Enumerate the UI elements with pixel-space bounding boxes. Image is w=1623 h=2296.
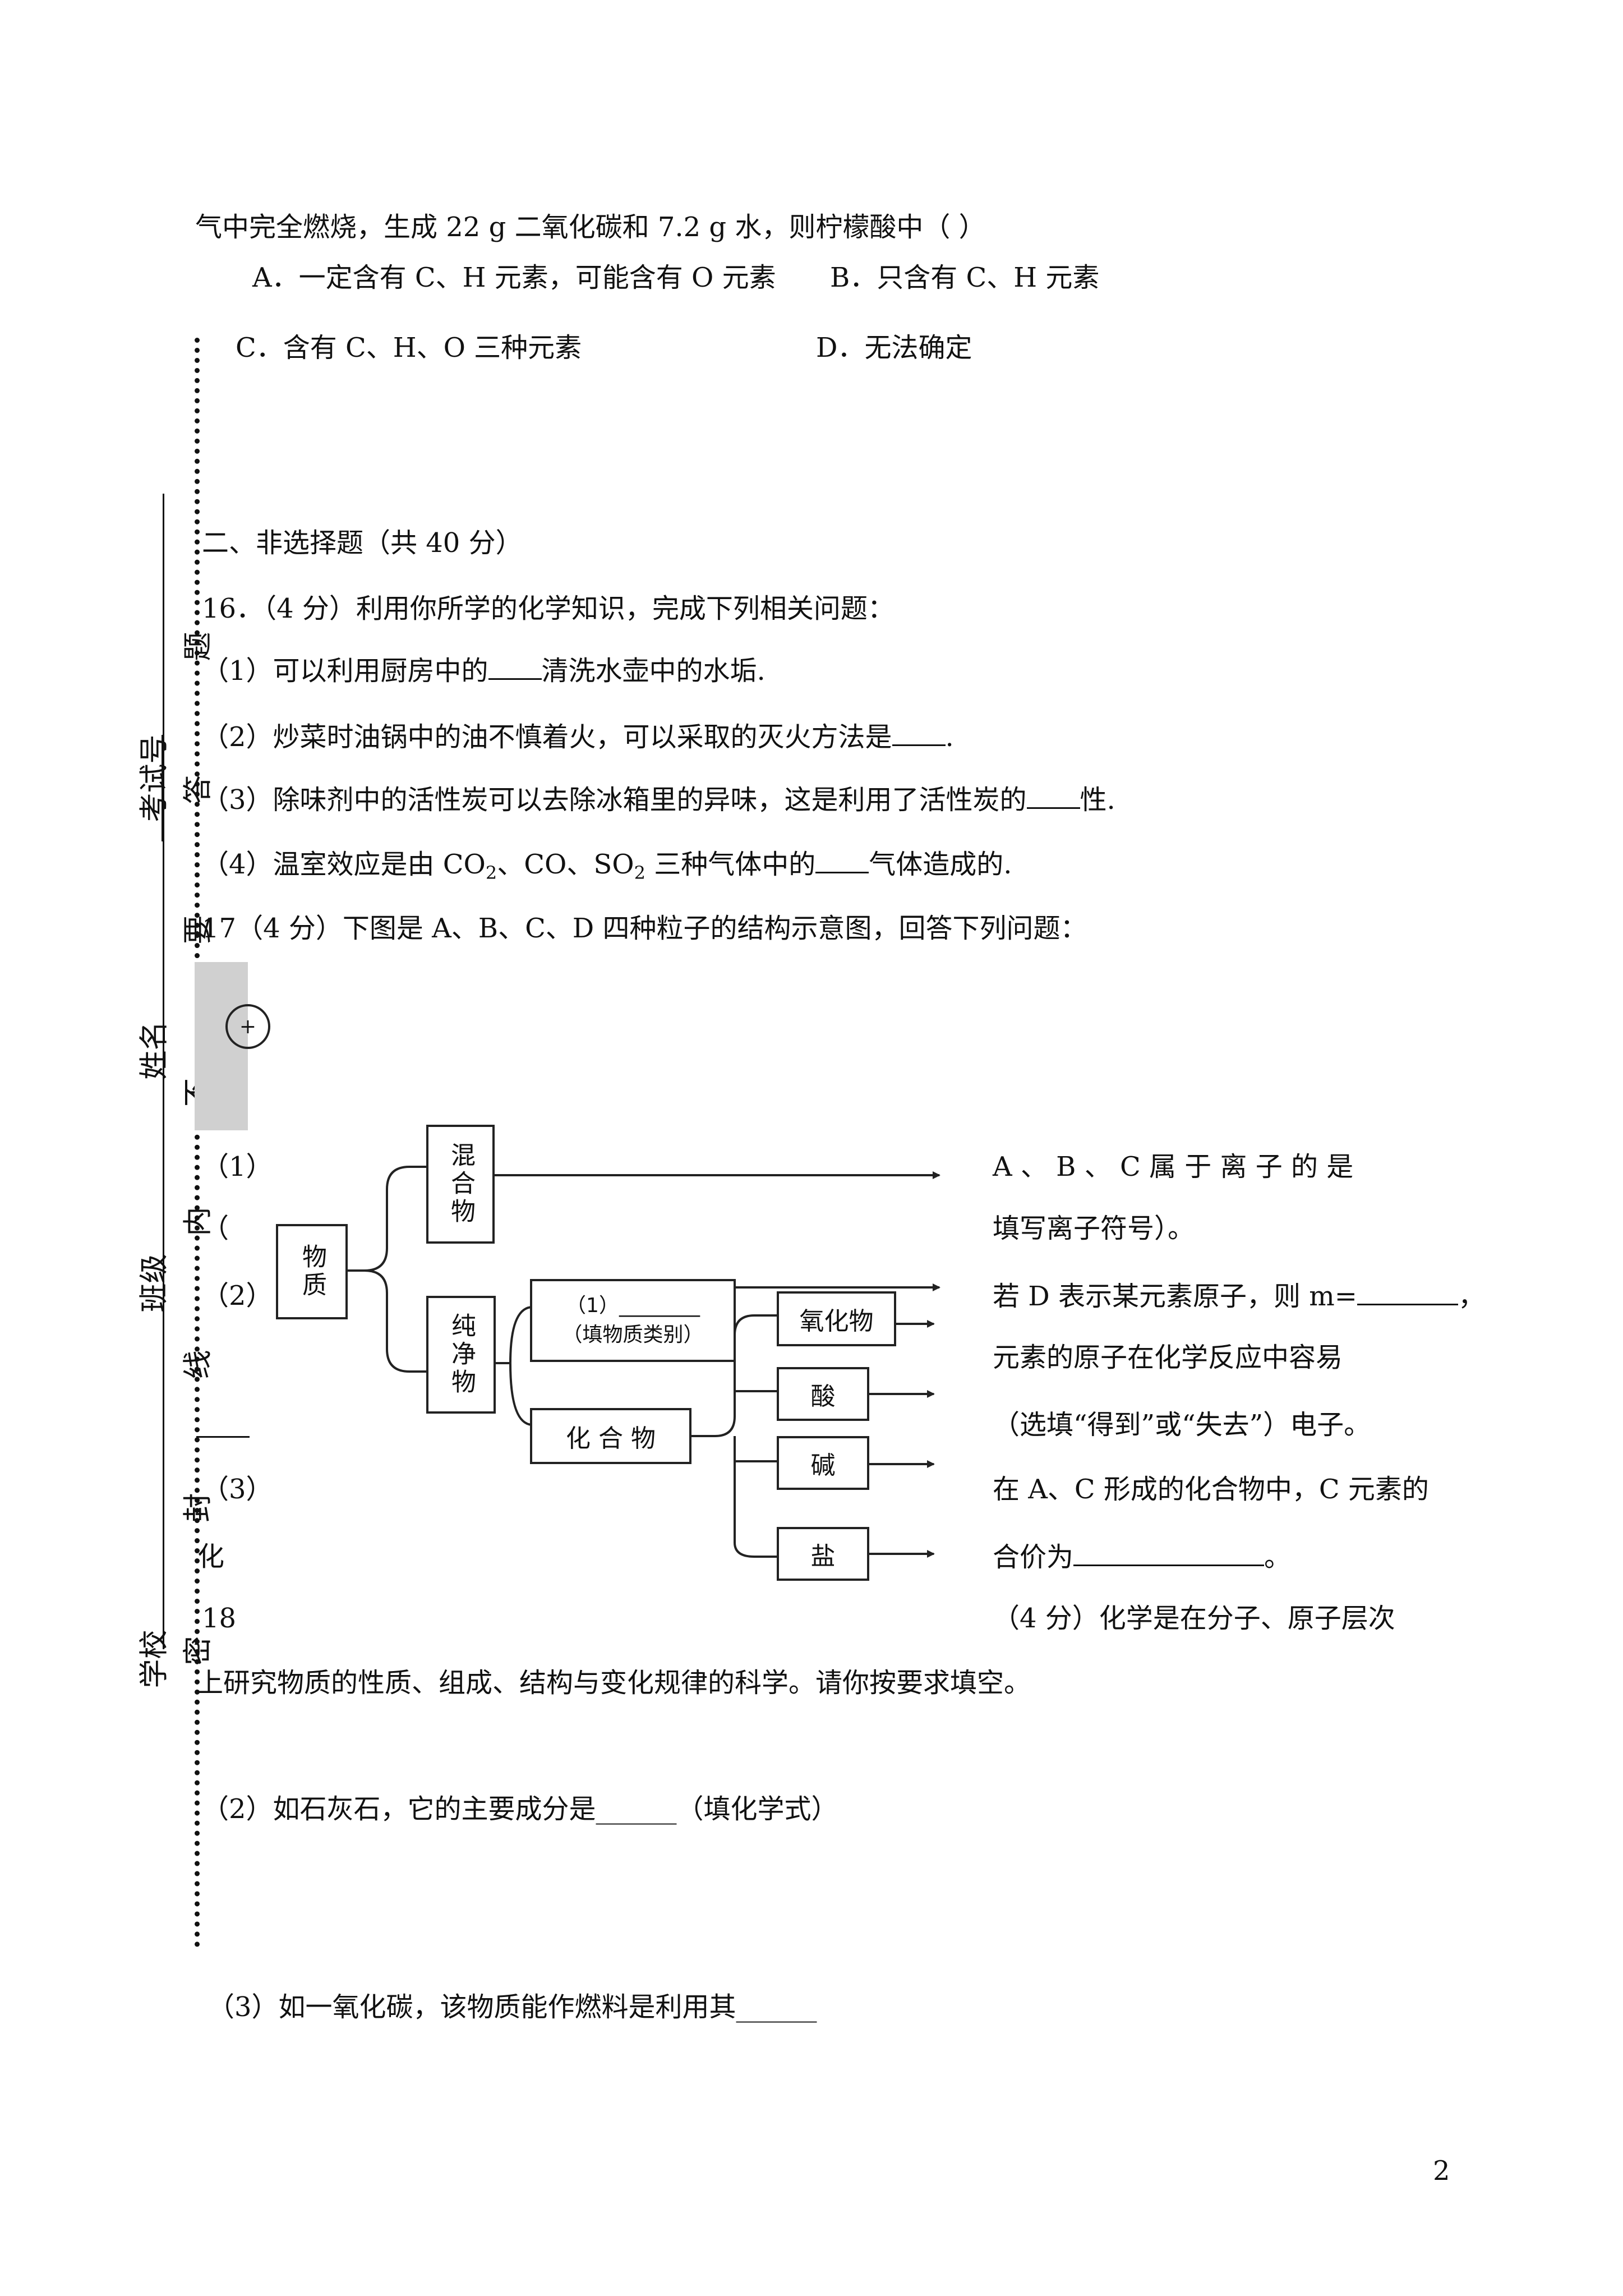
- q16-part2-b: .: [945, 721, 954, 753]
- q15-option-b: B．只含有 C、H 元素: [830, 262, 1100, 293]
- q16-part1-a: （1）可以利用厨房中的: [202, 655, 488, 687]
- q17-part1-text2: 填写离子符号）。: [993, 1213, 1195, 1244]
- q16-stem: 16．（4 分）利用你所学的化学知识，完成下列相关问题：: [202, 593, 895, 624]
- margin-short-line: [196, 1436, 250, 1438]
- nucleus-plus: +: [239, 1015, 257, 1038]
- margin-line-kaoshihao: [162, 735, 163, 841]
- nucleus-circle: +: [225, 1004, 270, 1049]
- q16-blank1[interactable]: [488, 654, 542, 680]
- q17-part1-paren: （: [202, 1213, 229, 1244]
- q17-part3-a: 合价为: [993, 1542, 1074, 1573]
- node-chunjingwu: 纯净物: [426, 1296, 496, 1414]
- q17-part3-text: 在 A、C 形成的化合物中，C 元素的: [993, 1474, 1429, 1505]
- q17-overlap-char: 化: [197, 1541, 225, 1572]
- q16-part4-a: （4）温室效应是由 CO: [202, 849, 486, 880]
- margin-solid-line: [163, 494, 164, 1649]
- q17-part2-num: （2）: [202, 1280, 273, 1312]
- node-suan-label: 酸: [810, 1382, 836, 1411]
- node-chunjingwu-label: 纯净物: [447, 1313, 476, 1397]
- q16-part2-a: （2）炒菜时油锅中的油不慎着火，可以采取的灭火方法是: [202, 721, 892, 753]
- q17-blank-valence[interactable]: [1073, 1540, 1265, 1566]
- q17-part2-text2: 元素的原子在化学反应中容易: [993, 1342, 1343, 1373]
- q16-part4-d: 气体造成的.: [869, 849, 1012, 880]
- node-danzhi: （1）________ （填物质类别）: [530, 1279, 736, 1362]
- q16-part4: （4）温室效应是由 CO2、CO、SO2 三种气体中的气体造成的.: [202, 847, 1012, 890]
- q16-part3: （3）除味剂中的活性炭可以去除冰箱里的异味，这是利用了活性炭的 性.: [202, 783, 1115, 817]
- q16-blank4[interactable]: [815, 847, 869, 873]
- q16-part4-b: 、CO、SO: [497, 849, 634, 880]
- node-jian-label: 碱: [810, 1451, 836, 1480]
- node-danzhi-blank: （1）________: [566, 1294, 700, 1317]
- q18-number: 18: [202, 1603, 237, 1634]
- node-huahewu: 化 合 物: [530, 1408, 691, 1464]
- q16-part3-b: 性.: [1080, 784, 1115, 816]
- q16-blank3[interactable]: [1026, 783, 1080, 809]
- q16-part2: （2）炒菜时油锅中的油不慎着火，可以采取的灭火方法是.: [202, 720, 954, 754]
- q16-sub2: 2: [634, 862, 645, 884]
- q17-part2-text3: （选填“得到”或“失去”）电子。: [993, 1409, 1371, 1441]
- node-yanghuawu: 氧化物: [777, 1291, 896, 1346]
- q16-part1-b: 清洗水壶中的水垢.: [541, 655, 766, 687]
- node-wuzhi: 物质: [276, 1224, 348, 1319]
- q18-stem-right: （4 分）化学是在分子、原子层次: [993, 1603, 1395, 1634]
- q16-blank2[interactable]: [892, 720, 946, 746]
- section-title: 二、非选择题（共 40 分）: [202, 527, 523, 559]
- q16-part4-c: 三种气体中的: [645, 849, 816, 880]
- node-yan-label: 盐: [810, 1542, 836, 1571]
- node-huahewu-label: 化 合 物: [566, 1424, 656, 1453]
- q15-option-a: A．一定含有 C、H 元素，可能含有 O 元素: [252, 262, 776, 293]
- node-jian: 碱: [777, 1436, 869, 1490]
- q17-part3-text2: 合价为 。: [993, 1540, 1291, 1574]
- q15-option-c: C．含有 C、H、O 三种元素: [236, 332, 582, 364]
- q17-part1-text: A 、 B 、 C 属 于 离 子 的 是: [993, 1151, 1354, 1182]
- q15-option-d: D．无法确定: [816, 332, 972, 364]
- q16-part3-a: （3）除味剂中的活性炭可以去除冰箱里的异味，这是利用了活性炭的: [202, 784, 1027, 816]
- q18-stem-line2: 上研究物质的性质、组成、结构与变化规律的科学。请你按要求填空。: [196, 1667, 1031, 1699]
- node-hunhewu: 混合物: [426, 1125, 495, 1244]
- q17-part2-a: 若 D 表示某元素原子，则 m=: [993, 1281, 1357, 1312]
- q17-stem: 17（4 分）下图是 A、B、C、D 四种粒子的结构示意图，回答下列问题：: [202, 913, 1087, 944]
- node-yan: 盐: [777, 1527, 869, 1581]
- q17-part1-num: （1）: [202, 1151, 273, 1182]
- q17-part3-end: 。: [1264, 1542, 1292, 1573]
- binding-dotted-line: [195, 338, 200, 1948]
- q17-part2-text: 若 D 表示某元素原子，则 m= ，: [993, 1279, 1485, 1313]
- node-suan: 酸: [777, 1367, 869, 1421]
- node-yanghuawu-label: 氧化物: [799, 1307, 874, 1336]
- q17-blank-m[interactable]: [1357, 1279, 1458, 1305]
- node-hunhewu-label: 混合物: [446, 1142, 475, 1226]
- q17-part3-num: （3）: [202, 1474, 273, 1505]
- q16-sub1: 2: [485, 862, 497, 884]
- q15-line1: 气中完全燃烧，生成 22 g 二氧化碳和 7.2 g 水，则柠檬酸中（ ）: [195, 211, 986, 243]
- node-danzhi-hint: （填物质类别）: [562, 1323, 704, 1346]
- q17-part2-comma: ，: [1458, 1281, 1486, 1312]
- q18-part2: （2）如石灰石，它的主要成分是______（填化学式）: [202, 1793, 838, 1825]
- q16-part1: （1）可以利用厨房中的 清洗水壶中的水垢.: [202, 654, 766, 688]
- q18-part3: （3）如一氧化碳，该物质能作燃料是利用其______: [208, 1991, 817, 2023]
- page-number: 2: [1433, 2155, 1450, 2187]
- node-wuzhi-label: 物质: [298, 1244, 326, 1300]
